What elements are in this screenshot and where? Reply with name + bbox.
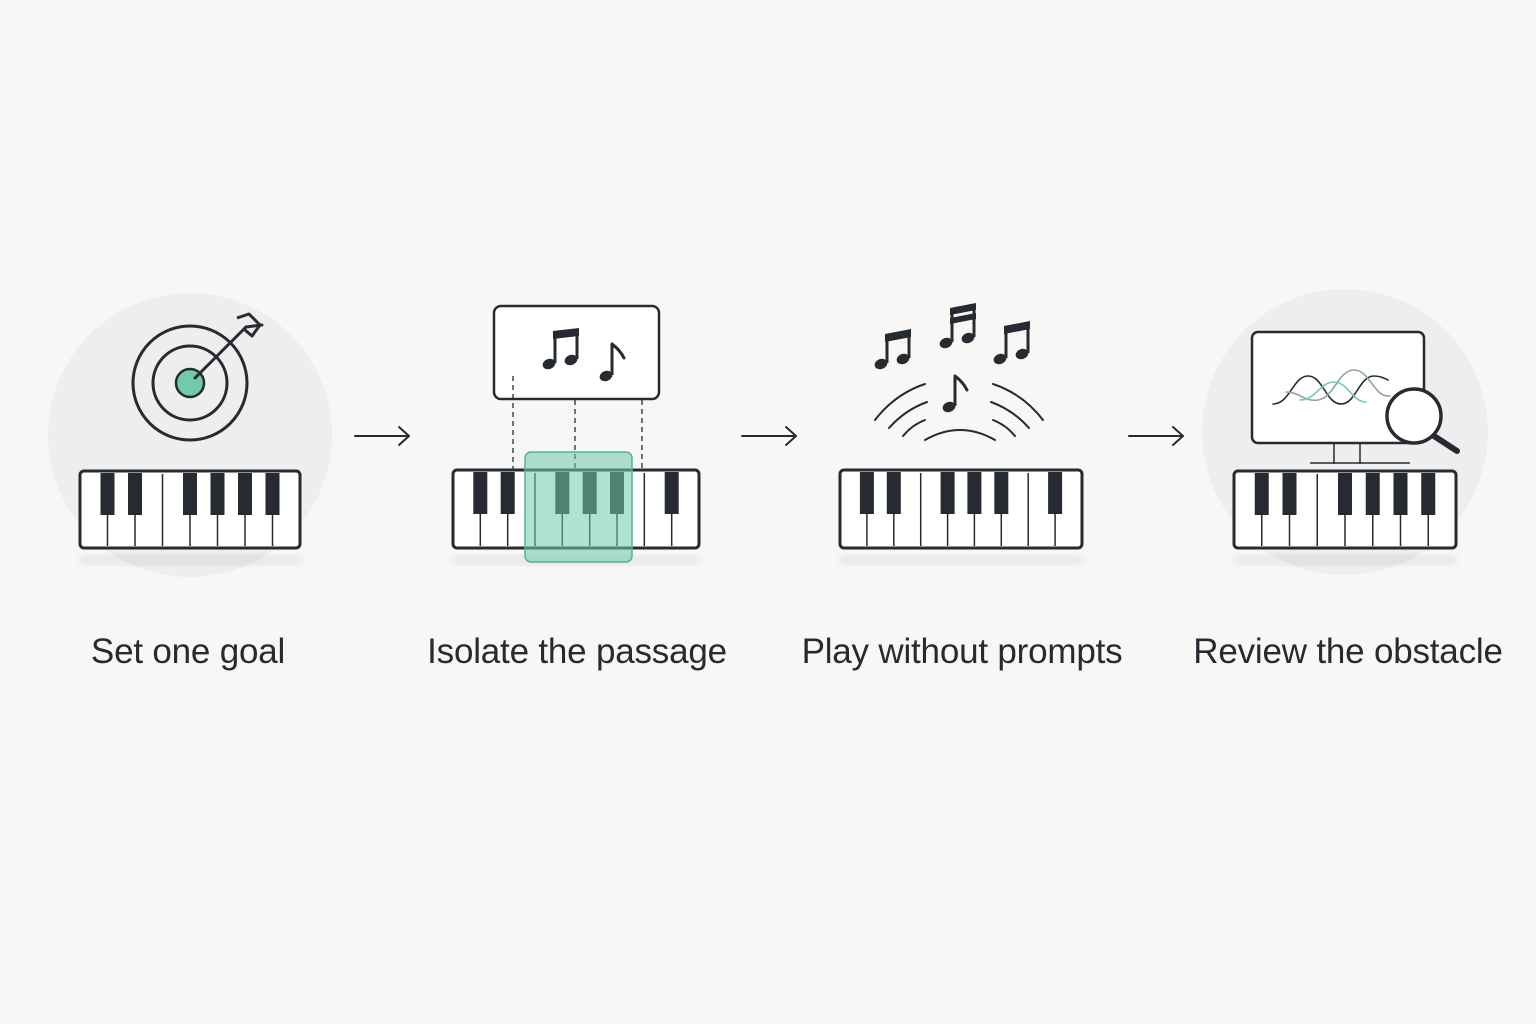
passage-highlight — [524, 451, 633, 563]
step-label-review-obstacle: Review the obstacle — [1193, 632, 1503, 671]
sound-waves — [874, 383, 1044, 441]
arrow-right-icon — [354, 426, 410, 446]
magnifier-icon — [1385, 387, 1460, 454]
piano-keyboard-2 — [451, 451, 701, 565]
step-1-illustration — [48, 293, 332, 577]
target-icon — [131, 312, 264, 442]
step-3-illustration — [838, 303, 1084, 565]
arrow-right-icon — [1128, 426, 1184, 446]
step-label-isolate-passage: Isolate the passage — [427, 632, 727, 671]
arrow-right-icon — [741, 426, 797, 446]
step-4-illustration — [1202, 289, 1488, 575]
piano-keyboard-1 — [78, 469, 302, 565]
step-2-illustration — [451, 304, 701, 565]
sheet-music-icon — [492, 304, 661, 401]
monitor-icon — [1250, 330, 1426, 464]
music-notes-icon — [874, 303, 1030, 413]
piano-keyboard-3 — [838, 468, 1084, 565]
step-label-play-without-prompts: Play without prompts — [801, 632, 1123, 671]
piano-keyboard-4 — [1232, 469, 1458, 565]
step-label-set-goal: Set one goal — [90, 632, 286, 671]
